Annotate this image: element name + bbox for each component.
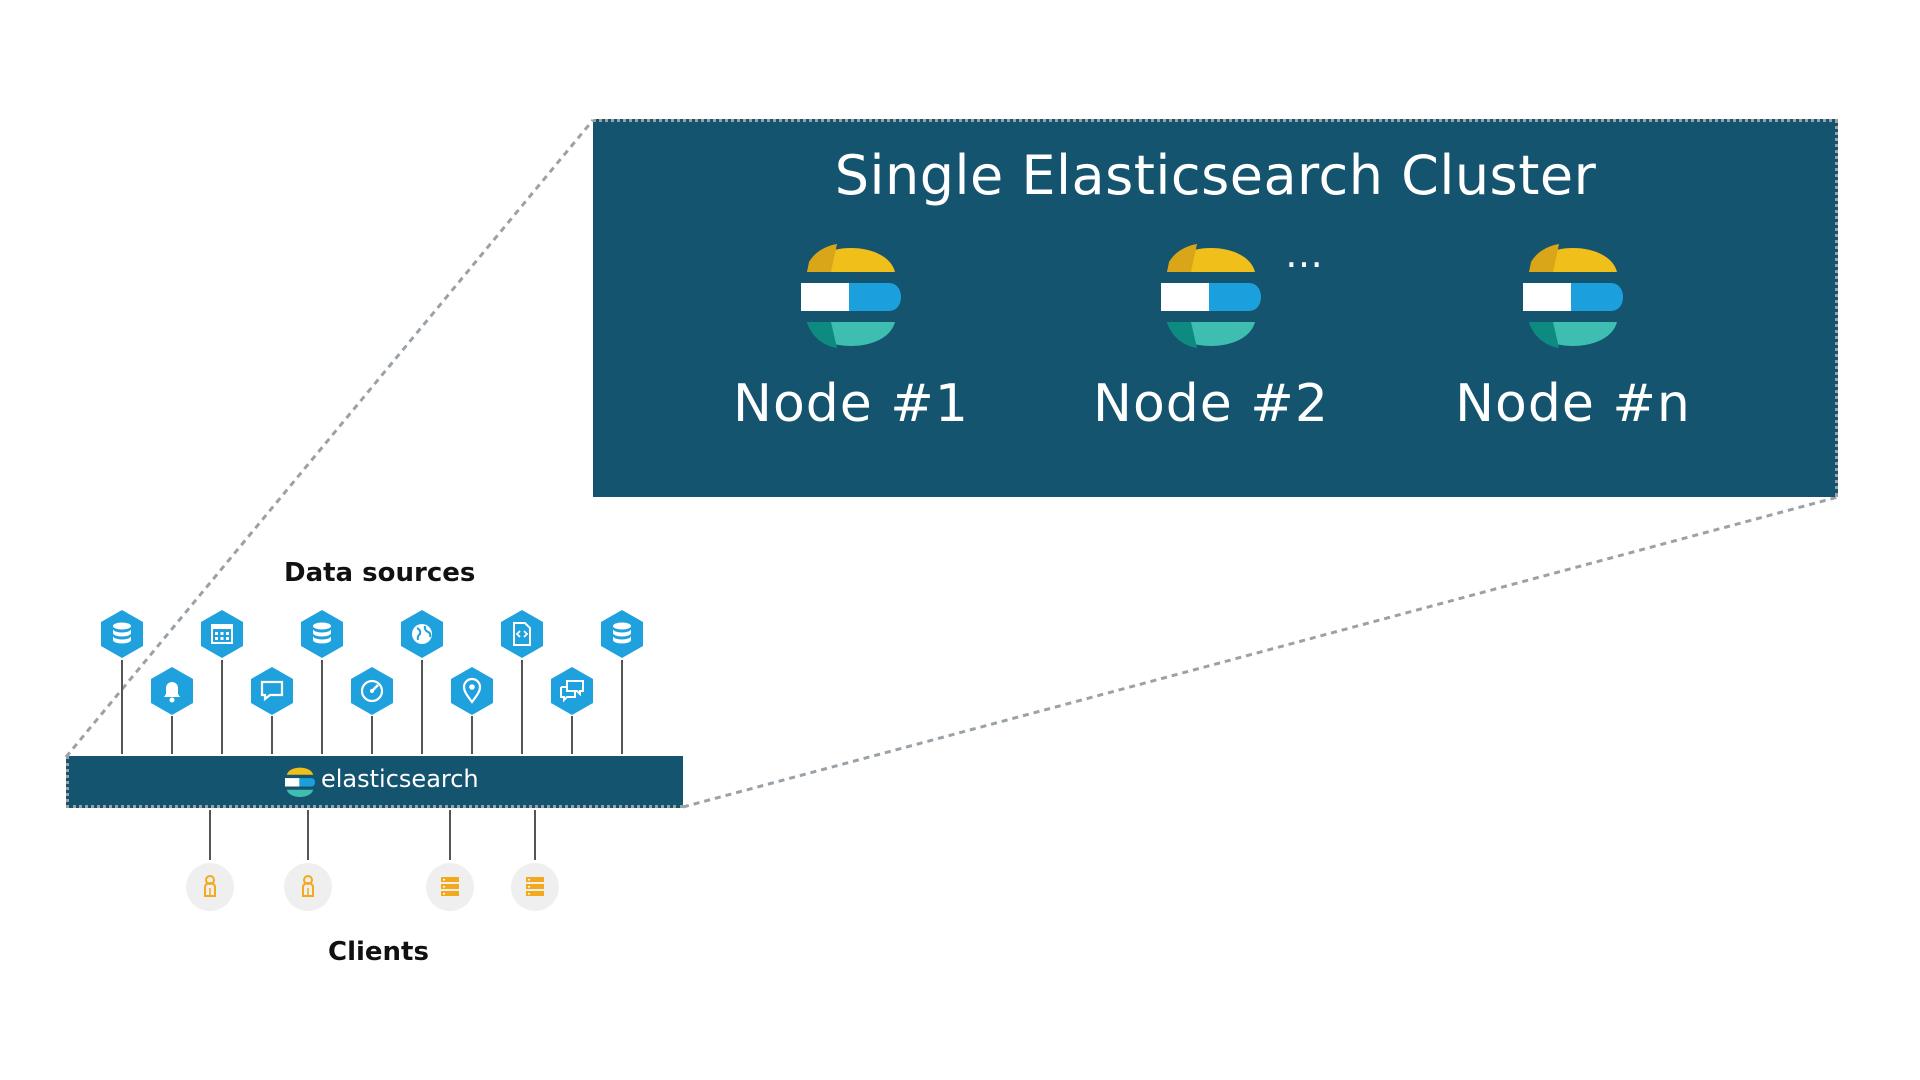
- cluster-node-1: Node #1: [721, 244, 981, 444]
- server-icon: [511, 863, 559, 911]
- clients-title: Clients: [328, 937, 429, 967]
- database-icon: [301, 610, 343, 658]
- bell-icon: [151, 667, 193, 715]
- cluster-node-2: Node #2: [1081, 244, 1341, 444]
- node-label: Node #n: [1455, 374, 1691, 434]
- elasticsearch-logo-icon: [801, 244, 901, 348]
- cluster-node-n: Node #n: [1443, 244, 1703, 444]
- elasticsearch-logo-icon: [285, 767, 315, 797]
- cluster-panel: Single Elasticsearch Cluster Node #1 Nod…: [593, 119, 1838, 497]
- code-file-icon: [501, 610, 543, 658]
- person-icon: [284, 863, 332, 911]
- elasticsearch-logo-icon: [1523, 244, 1623, 348]
- node-label: Node #1: [733, 374, 969, 434]
- globe-icon: [401, 610, 443, 658]
- data-sources-title: Data sources: [284, 558, 476, 588]
- person-icon: [186, 863, 234, 911]
- database-icon: [601, 610, 643, 658]
- cluster-title: Single Elasticsearch Cluster: [834, 144, 1597, 207]
- chat-icon: [251, 667, 293, 715]
- server-icon: [426, 863, 474, 911]
- elasticsearch-bar: elasticsearch: [66, 756, 683, 808]
- elasticsearch-logo-icon: [1161, 244, 1261, 348]
- location-pin-icon: [451, 667, 493, 715]
- node-label: Node #2: [1093, 374, 1329, 434]
- elasticsearch-bar-label: elasticsearch: [321, 765, 479, 793]
- conversation-icon: [551, 667, 593, 715]
- zoom-line-top: [64, 119, 595, 758]
- zoom-line-bottom: [682, 495, 1839, 809]
- database-icon: [101, 610, 143, 658]
- calendar-icon: [201, 610, 243, 658]
- ellipsis: …: [1285, 232, 1325, 276]
- gauge-icon: [351, 667, 393, 715]
